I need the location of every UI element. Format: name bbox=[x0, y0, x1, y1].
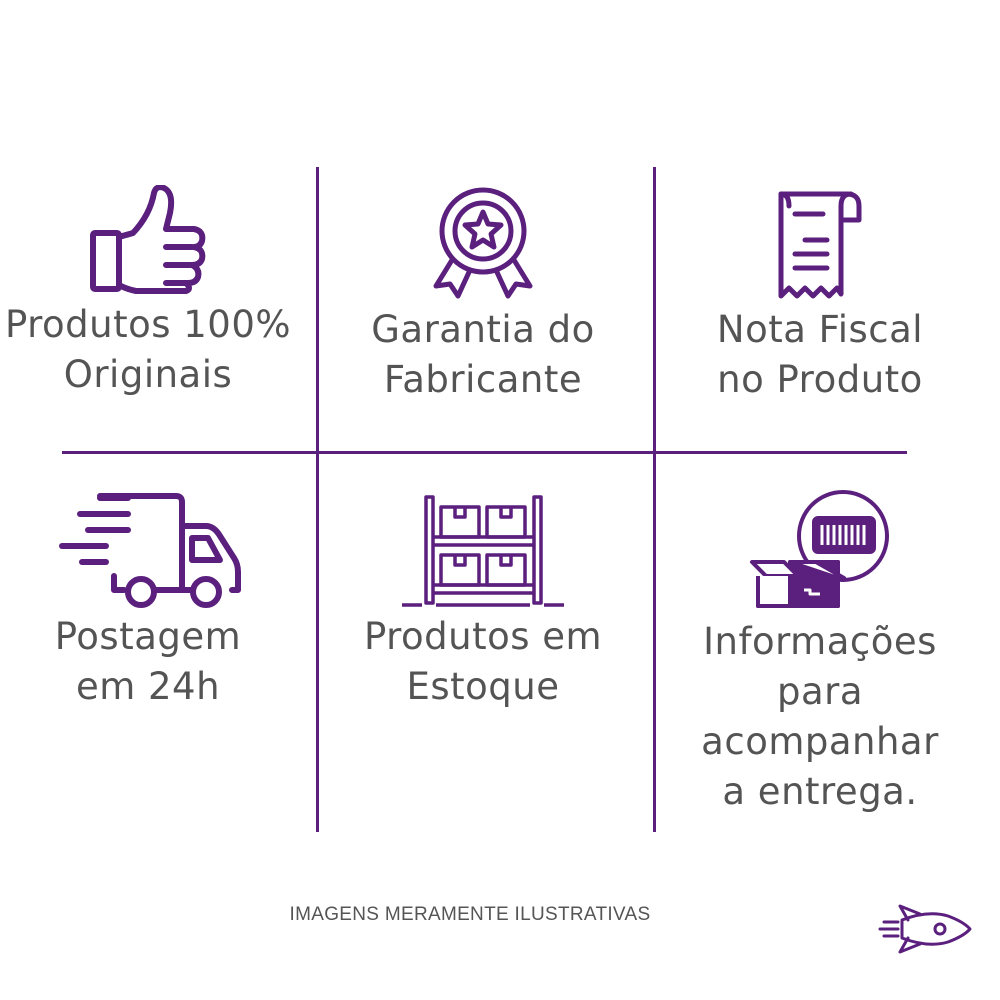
warehouse-shelf-icon bbox=[398, 493, 568, 609]
feature-label-line: Nota Fiscal bbox=[716, 308, 924, 351]
thumbs-up-icon bbox=[88, 185, 208, 295]
feature-label-tracking: Informações para acompanhar a entrega. bbox=[655, 617, 985, 817]
feature-label-line: em 24h bbox=[75, 665, 221, 708]
feature-label-line: Garantia do bbox=[371, 308, 595, 351]
feature-label-line: Estoque bbox=[406, 665, 560, 708]
package-barcode-icon bbox=[748, 490, 896, 612]
rocket-icon bbox=[878, 902, 974, 959]
receipt-icon bbox=[775, 190, 865, 302]
feature-label-invoice: Nota Fiscal no Produto bbox=[655, 305, 985, 405]
feature-label-line: para acompanhar bbox=[701, 670, 939, 763]
feature-label-stock: Produtos em Estoque bbox=[318, 612, 648, 712]
feature-label-line: a entrega. bbox=[722, 770, 918, 813]
feature-label-line: Fabricante bbox=[383, 358, 583, 401]
grid-divider-vertical-2 bbox=[653, 167, 656, 832]
feature-label-line: no Produto bbox=[717, 358, 923, 401]
feature-label-originals: Produtos 100% Originais bbox=[0, 300, 313, 400]
grid-divider-vertical-1 bbox=[316, 167, 319, 832]
feature-label-line: Produtos em bbox=[363, 615, 603, 658]
feature-label-shipping: Postagem em 24h bbox=[0, 612, 313, 712]
disclaimer-text: IMAGENS MERAMENTE ILUSTRATIVAS bbox=[289, 904, 651, 925]
feature-label-line: Originais bbox=[63, 353, 233, 396]
delivery-truck-icon bbox=[58, 490, 244, 610]
award-ribbon-icon bbox=[430, 186, 536, 302]
grid-divider-horizontal bbox=[62, 451, 907, 454]
feature-label-warranty: Garantia do Fabricante bbox=[318, 305, 648, 405]
feature-label-line: Postagem bbox=[54, 615, 242, 658]
feature-label-line: Produtos 100% bbox=[4, 303, 292, 346]
feature-label-line: Informações bbox=[703, 620, 937, 663]
